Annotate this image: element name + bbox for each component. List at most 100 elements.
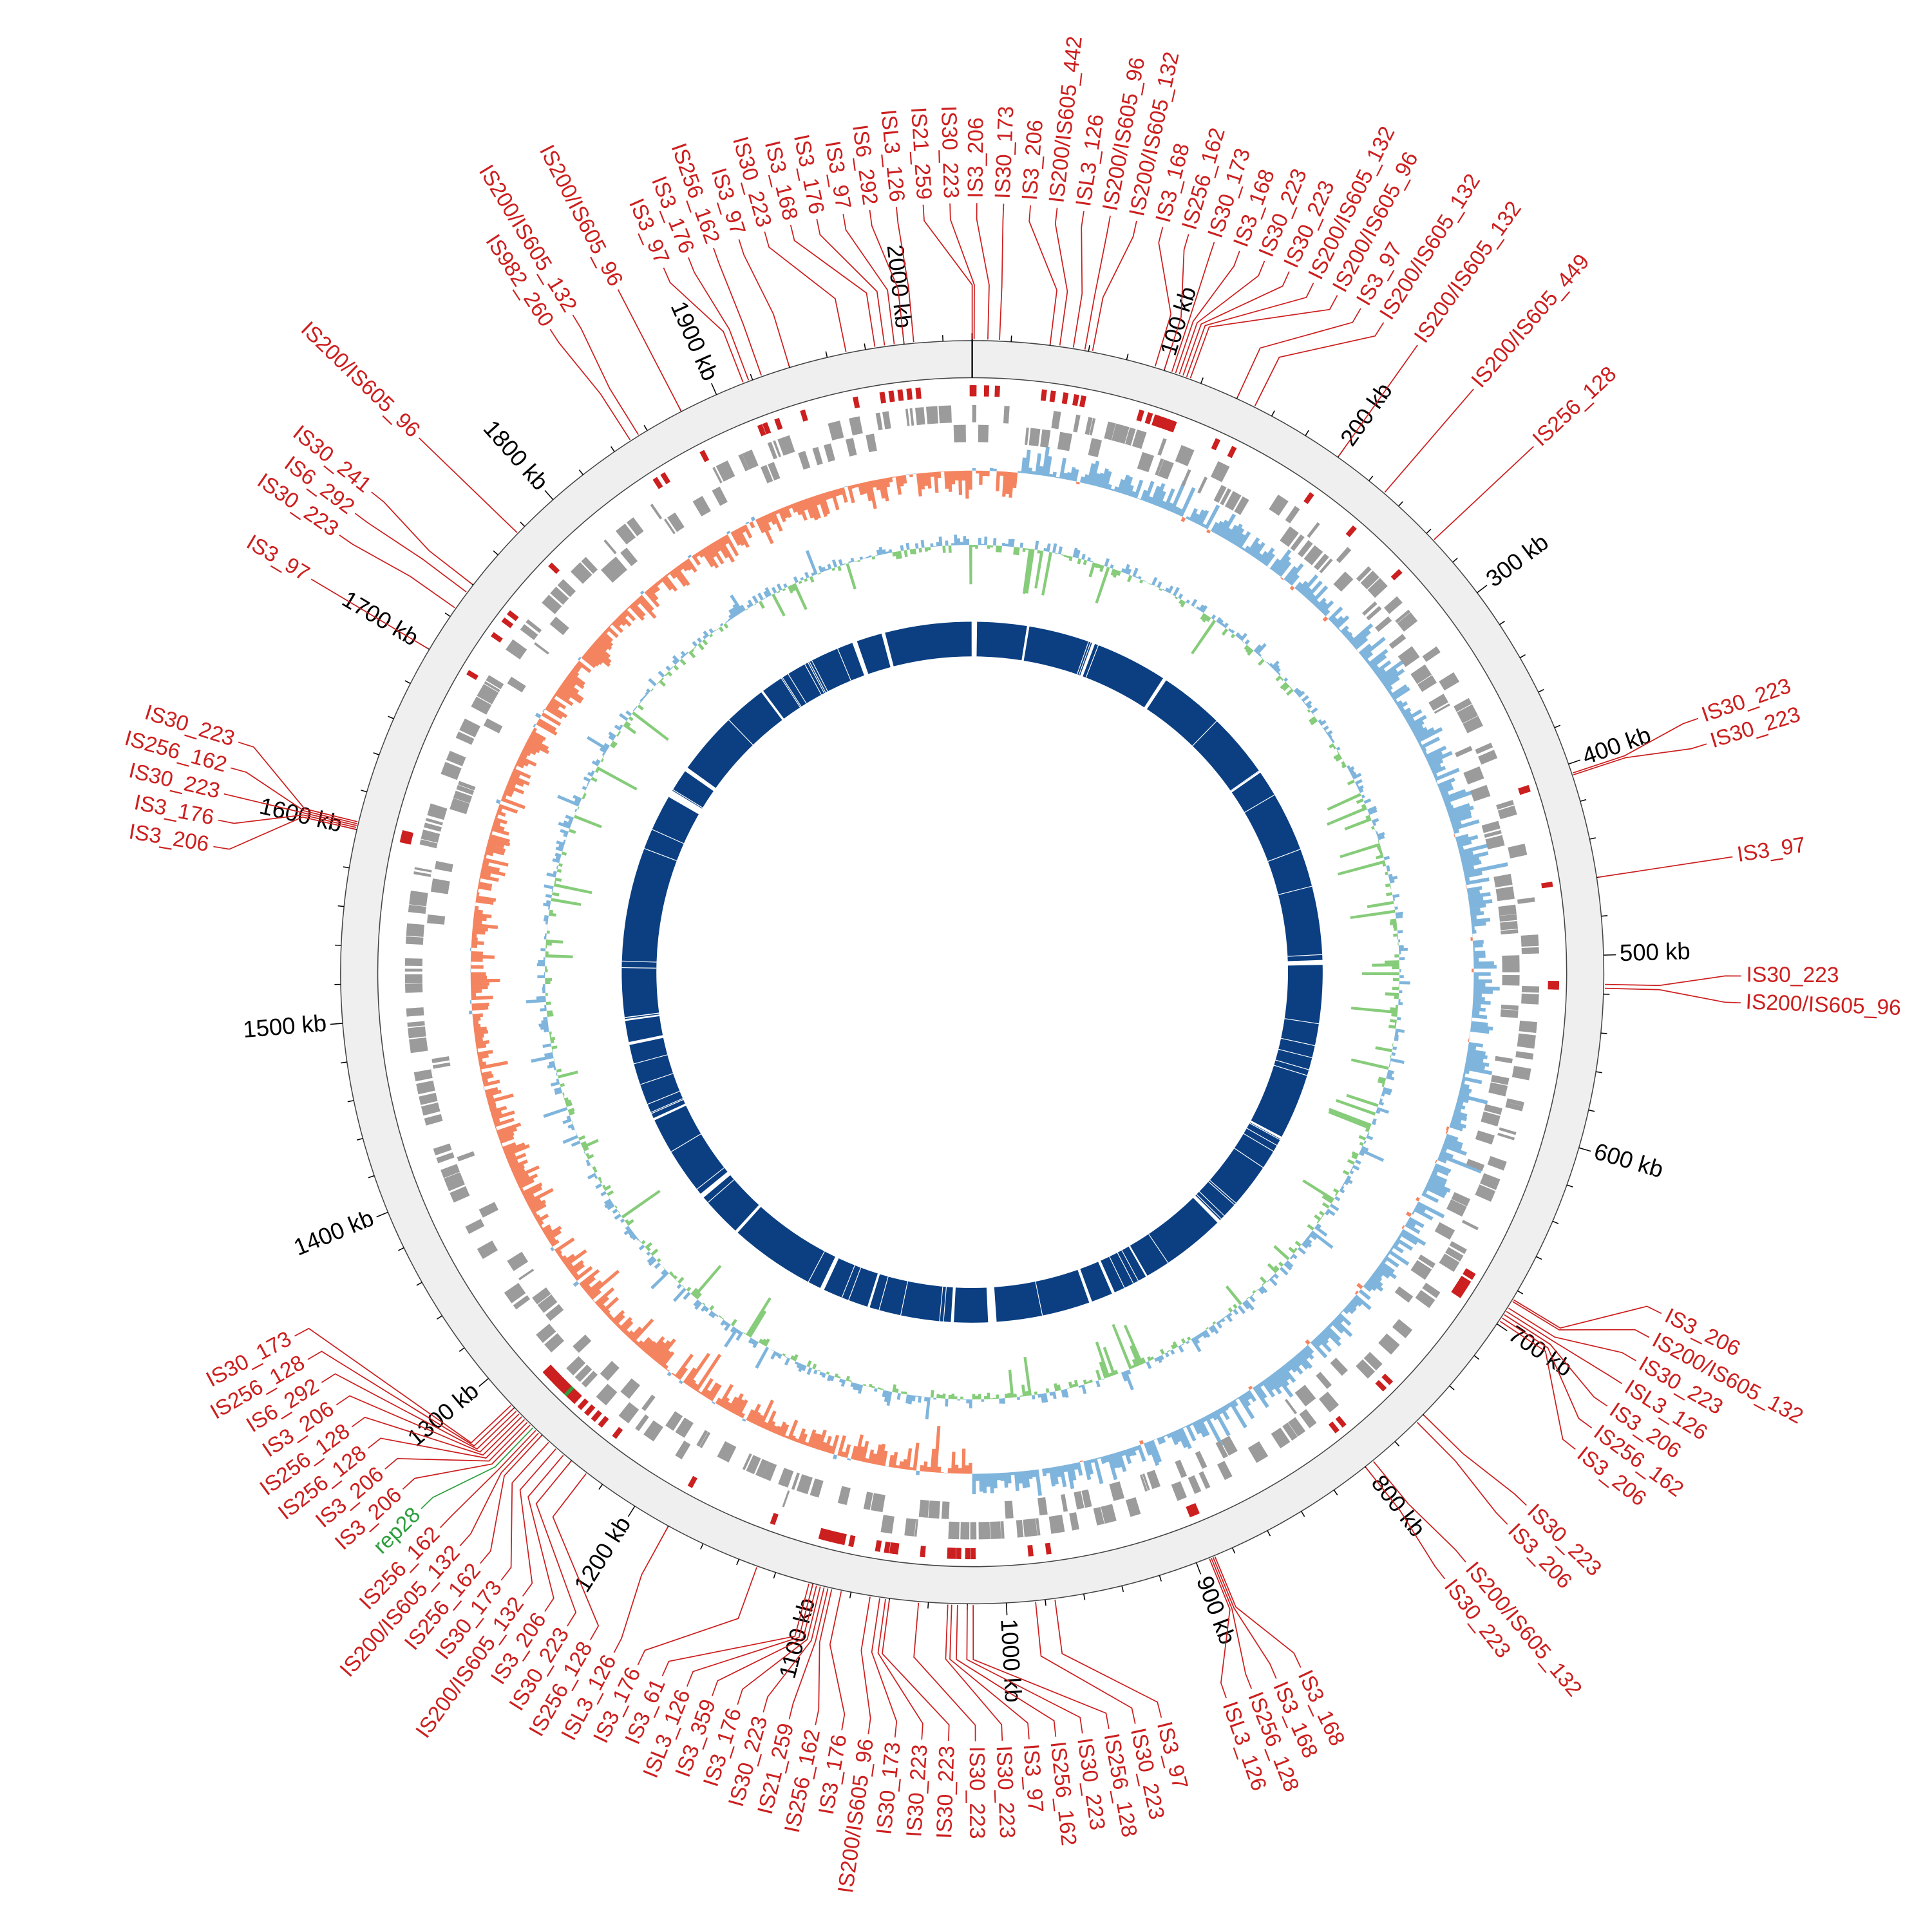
is-element-mark <box>565 1387 577 1399</box>
label-connector <box>552 1473 600 1640</box>
label-connector <box>637 1567 757 1665</box>
minor-tick <box>849 1592 852 1598</box>
label-connector <box>1384 388 1474 493</box>
is-element-mark <box>1186 1505 1195 1518</box>
label-connector <box>421 1427 534 1510</box>
coverage-gap <box>900 1281 909 1316</box>
tick-label: 200 kb <box>1335 378 1397 451</box>
major-tick <box>376 1211 388 1218</box>
is-element-label: IS30_173 <box>872 1741 905 1835</box>
minor-tick <box>373 752 379 755</box>
coverage-gap <box>1230 770 1260 791</box>
minor-tick <box>1536 1256 1542 1260</box>
coverage-segment <box>1231 772 1323 961</box>
is-element-mark <box>466 670 479 680</box>
minor-tick <box>368 1175 375 1179</box>
minor-tick <box>1121 1586 1124 1592</box>
coverage-gap <box>943 1287 947 1322</box>
major-tick <box>627 1506 636 1517</box>
is-element-label: IS3_206 <box>1018 119 1048 202</box>
is-element-label: IS200/IS605_96 <box>296 317 424 442</box>
is-element-mark <box>888 390 895 402</box>
coverage-gap <box>707 1179 735 1203</box>
minor-tick <box>398 1247 404 1251</box>
minor-tick <box>356 1137 363 1141</box>
is-element-label: IS30_223 <box>1746 963 1839 987</box>
coverage-gap <box>837 648 851 681</box>
is-element-mark <box>560 1382 572 1394</box>
coverage-gap <box>1209 1180 1236 1204</box>
minor-tick <box>361 790 367 793</box>
is-element-mark <box>571 1392 582 1405</box>
coverage-gap <box>808 1251 825 1282</box>
tick-label: 1800 kb <box>478 415 554 495</box>
coverage-gap <box>1249 1122 1280 1141</box>
label-connector <box>1373 1461 1466 1563</box>
label-connector <box>966 1605 1083 1734</box>
minor-tick <box>1449 1385 1455 1390</box>
is-element-mark <box>965 1548 971 1560</box>
is-element-label: IS30_173 <box>991 106 1019 199</box>
tick-label: 1200 kb <box>569 1511 636 1596</box>
is-element-mark <box>1541 881 1553 889</box>
label-connector <box>527 1455 564 1612</box>
is-element-mark <box>1390 569 1403 581</box>
is-element-label: IS30_223 <box>992 1745 1019 1839</box>
tick-label: 1300 kb <box>402 1378 484 1452</box>
coverage-gap <box>1198 1191 1225 1217</box>
label-connector <box>949 203 975 339</box>
label-connector <box>949 1604 1030 1739</box>
coverage-gap <box>1196 1194 1222 1219</box>
minor-tick <box>773 1572 777 1579</box>
coverage-segment <box>994 1269 1090 1322</box>
gc-skew-negative <box>470 470 1474 1474</box>
label-connector <box>842 214 895 345</box>
minor-tick <box>927 1602 929 1609</box>
minor-tick <box>1588 1109 1595 1112</box>
label-connector <box>223 793 357 826</box>
is-element-label: IS30_223 <box>933 1745 959 1839</box>
minor-tick <box>337 905 345 907</box>
major-tick <box>711 383 717 395</box>
label-connector <box>1154 227 1172 367</box>
major-tick <box>1195 1562 1202 1575</box>
coverage-segment <box>1101 1246 1146 1293</box>
coverage-segment <box>737 1207 835 1289</box>
coverage-segment <box>703 1175 759 1231</box>
is-element-mark <box>983 385 990 397</box>
label-connector <box>218 814 357 828</box>
minor-tick <box>1398 501 1403 507</box>
is-element-mark <box>884 1541 891 1553</box>
tick-label: 1400 kb <box>290 1204 377 1260</box>
label-connector <box>764 231 847 352</box>
is-element-mark <box>1459 1276 1472 1286</box>
gc-content-negative <box>545 545 1400 1400</box>
minor-tick <box>750 374 753 381</box>
is-element-label: IS200/IS605_449 <box>1467 250 1595 392</box>
tick-label: 1900 kb <box>666 298 724 384</box>
label-connector <box>354 513 467 592</box>
inner-coverage-ring <box>621 621 1323 1323</box>
coverage-gap <box>782 677 802 707</box>
tick-label: 600 kb <box>1591 1138 1667 1183</box>
is-element-mark <box>555 1377 567 1389</box>
is-element-mark <box>1072 393 1079 406</box>
coverage-gap <box>1278 886 1312 895</box>
coverage-gap <box>1287 954 1323 957</box>
label-connector <box>790 224 876 347</box>
is-element-mark <box>800 409 808 422</box>
minor-tick <box>1271 410 1275 417</box>
label-connector <box>1502 1317 1593 1429</box>
is-element-mark <box>591 1410 602 1422</box>
is-element-mark <box>947 1548 953 1559</box>
label-connector <box>869 209 905 343</box>
is-element-mark <box>1211 438 1221 451</box>
coverage-segment <box>687 692 782 788</box>
coverage-segment <box>885 621 972 667</box>
minor-tick <box>1473 1355 1480 1360</box>
is-element-mark <box>889 1542 896 1555</box>
label-connector <box>663 267 744 383</box>
label-connector <box>829 1591 846 1730</box>
minor-tick <box>736 1558 740 1566</box>
